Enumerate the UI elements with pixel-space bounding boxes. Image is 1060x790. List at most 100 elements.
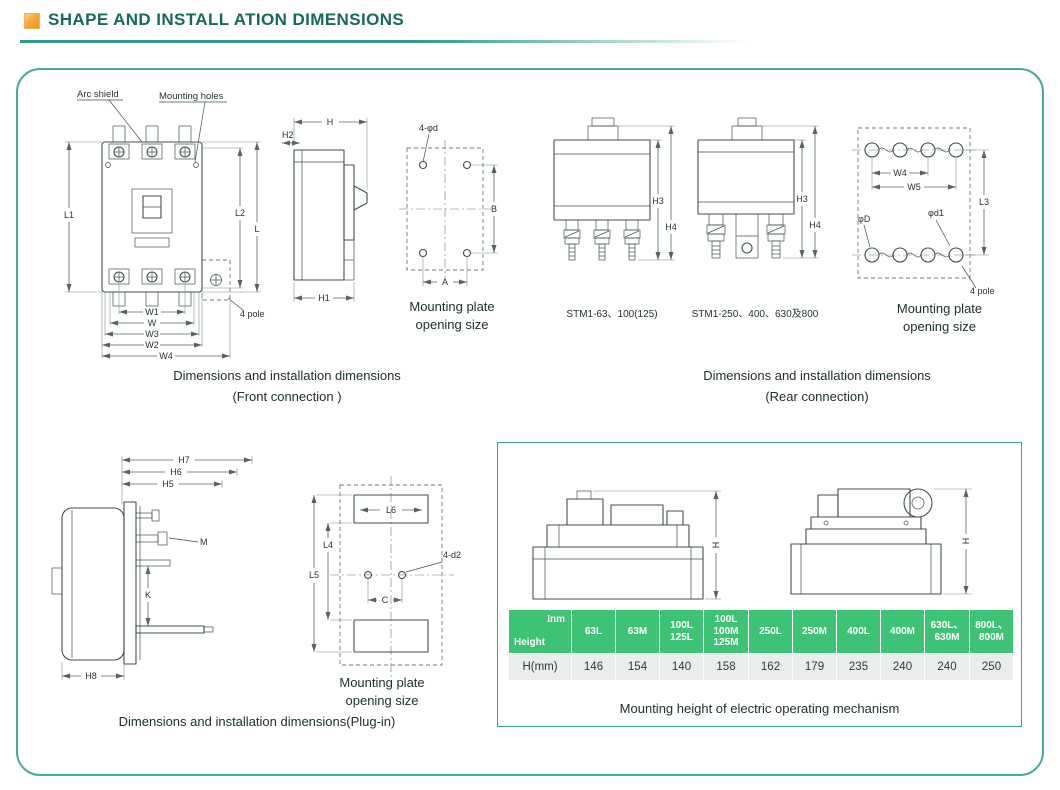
dim-label-w4: W4 <box>159 351 173 361</box>
dim-label-mech-h-front: H <box>711 542 721 549</box>
dim-label-l: L <box>254 224 259 234</box>
mechanism-panel: H H Inm Height <box>497 442 1022 727</box>
table-header-cell: 800L、 800M <box>969 609 1014 654</box>
hole-callout-label: 4-φd <box>419 123 438 133</box>
table-value-cell: 240 <box>924 653 970 681</box>
plugin-caption: Dimensions and installation dimensions(P… <box>118 714 396 729</box>
hole-callout-label-plugin: 4-d2 <box>443 550 461 560</box>
table-value-row: H(mm) 146 154 140 158 162 179 235 240 24… <box>508 653 1014 681</box>
dim-label-h1: H1 <box>318 293 330 303</box>
table-value-cell: 140 <box>659 653 704 681</box>
table-value-cell: 154 <box>615 653 660 681</box>
rear-plate-caption: Mounting plate opening size <box>896 301 983 334</box>
dim-label-l2: L2 <box>235 208 245 218</box>
dim-label-a: A <box>442 277 448 287</box>
dim-label-m: M <box>200 537 208 547</box>
dim-label-h3: H3 <box>652 196 664 206</box>
table-value-cell: 235 <box>836 653 881 681</box>
dim-label-h4-large: H4 <box>809 220 821 230</box>
table-header-row: Inm Height 63L 63M 100L 125L 100L 100M 1… <box>508 609 1014 654</box>
rear-view-small-drawing: H3 H4 <box>553 117 677 261</box>
dim-label-mech-h-side: H <box>961 538 971 545</box>
corner-label-inm: Inm <box>547 614 565 625</box>
mech-caption: Mounting height of electric operating me… <box>619 701 900 716</box>
plugin-breaker-outline <box>61 507 125 661</box>
dim-label-h5: H5 <box>162 479 174 489</box>
breaker-rear-outline <box>553 139 651 221</box>
top-terminals <box>108 143 196 160</box>
dim-label-l3: L3 <box>979 197 989 207</box>
front-side-view-drawing: H H2 H1 <box>282 117 368 303</box>
mech-base-side <box>790 543 942 595</box>
section-bullet-icon <box>24 13 40 29</box>
dim-label-h2: H2 <box>282 130 294 140</box>
table-header-cell: 63M <box>615 609 660 654</box>
rear-studs-large <box>706 213 786 259</box>
table-header-cell: 100L 100M 125M <box>703 609 749 654</box>
mech-base <box>532 546 704 600</box>
four-pole-addon: 4 pole <box>201 259 265 319</box>
dim-label-w: W <box>148 318 157 328</box>
dim-label-h8: H8 <box>85 671 97 681</box>
corner-label-height: Height <box>514 637 546 649</box>
arc-shield-label: Arc shield <box>77 89 119 100</box>
dim-label-l1: L1 <box>64 210 74 220</box>
breaker-outline <box>101 141 203 293</box>
dim-label-phi-d: φD <box>858 214 871 224</box>
dim-label-l4: L4 <box>323 540 333 550</box>
side-profile <box>293 149 345 281</box>
table-value-cell: 240 <box>880 653 925 681</box>
title-underline <box>20 40 746 43</box>
rear-view-large-drawing: H3 H4 <box>697 117 821 259</box>
dim-label-b: B <box>491 204 497 214</box>
table-value-cell: 146 <box>571 653 616 681</box>
mech-side-view-drawing: H <box>790 488 972 595</box>
front-mounting-plate-drawing: 4-φd B A <box>399 123 498 287</box>
table-corner-cell: Inm Height <box>508 609 572 654</box>
dim-label-l5: L5 <box>309 570 319 580</box>
content-panel: Arc shield Mounting holes <box>16 68 1044 776</box>
table-value-cell: 162 <box>748 653 793 681</box>
table-row-label: H(mm) <box>508 653 572 681</box>
dim-label-h6: H6 <box>170 467 182 477</box>
plugin-side-view-drawing: H7 H6 H5 M K H8 <box>51 455 253 681</box>
dim-label-l6: L6 <box>386 505 396 515</box>
dim-label-plate-w4: W4 <box>893 168 907 178</box>
table-header-cell: 63L <box>571 609 616 654</box>
plugin-plate-caption: Mounting plate opening size <box>339 675 425 708</box>
model-label-large: STM1-250、400、630及800 <box>691 309 819 320</box>
rear-caption: Dimensions and installation dimensions (… <box>703 368 931 404</box>
table-header-cell: 630L、 630M <box>924 609 970 654</box>
front-caption: Dimensions and installation dimensions (… <box>173 368 401 404</box>
rear-mounting-plate-drawing: W4 W5 L3 φD φd1 4 pole <box>852 127 995 296</box>
breaker-rear-outline-large <box>697 139 795 215</box>
four-pole-label: 4 pole <box>240 309 265 319</box>
table-header-cell: 100L 125L <box>659 609 704 654</box>
dim-label-h7: H7 <box>178 455 190 465</box>
mounting-height-table: Inm Height 63L 63M 100L 125L 100L 100M 1… <box>508 609 1014 681</box>
dim-label-h4: H4 <box>665 222 677 232</box>
dim-label-w1: W1 <box>145 307 159 317</box>
mounting-holes-label: Mounting holes <box>159 91 224 102</box>
mech-front-view-drawing: H <box>532 490 721 600</box>
front-plate-caption: Mounting plate opening size <box>409 299 495 332</box>
front-view-drawing: Arc shield Mounting holes <box>64 89 265 361</box>
dim-label-c: C <box>382 595 389 605</box>
four-pole-label-rear: 4 pole <box>970 286 995 296</box>
table-header-cell: 250L <box>748 609 793 654</box>
table-value-cell: 158 <box>703 653 749 681</box>
rear-studs <box>563 219 641 261</box>
dim-label-k: K <box>145 590 151 600</box>
dim-label-w2: W2 <box>145 340 159 350</box>
dim-label-plate-w5: W5 <box>907 182 921 192</box>
table-value-cell: 179 <box>792 653 837 681</box>
plugin-mounting-plate-drawing: L6 4-d2 C L5 L4 <box>309 476 461 678</box>
bottom-terminals <box>108 268 196 307</box>
model-label-small: STM1-63、100(125) <box>566 309 658 320</box>
page-title: SHAPE AND INSTALL ATION DIMENSIONS <box>48 10 405 29</box>
table-value-cell: 250 <box>969 653 1014 681</box>
dim-label-phi-d1: φd1 <box>928 208 944 218</box>
table-header-cell: 400L <box>836 609 881 654</box>
table-header-cell: 250M <box>792 609 837 654</box>
